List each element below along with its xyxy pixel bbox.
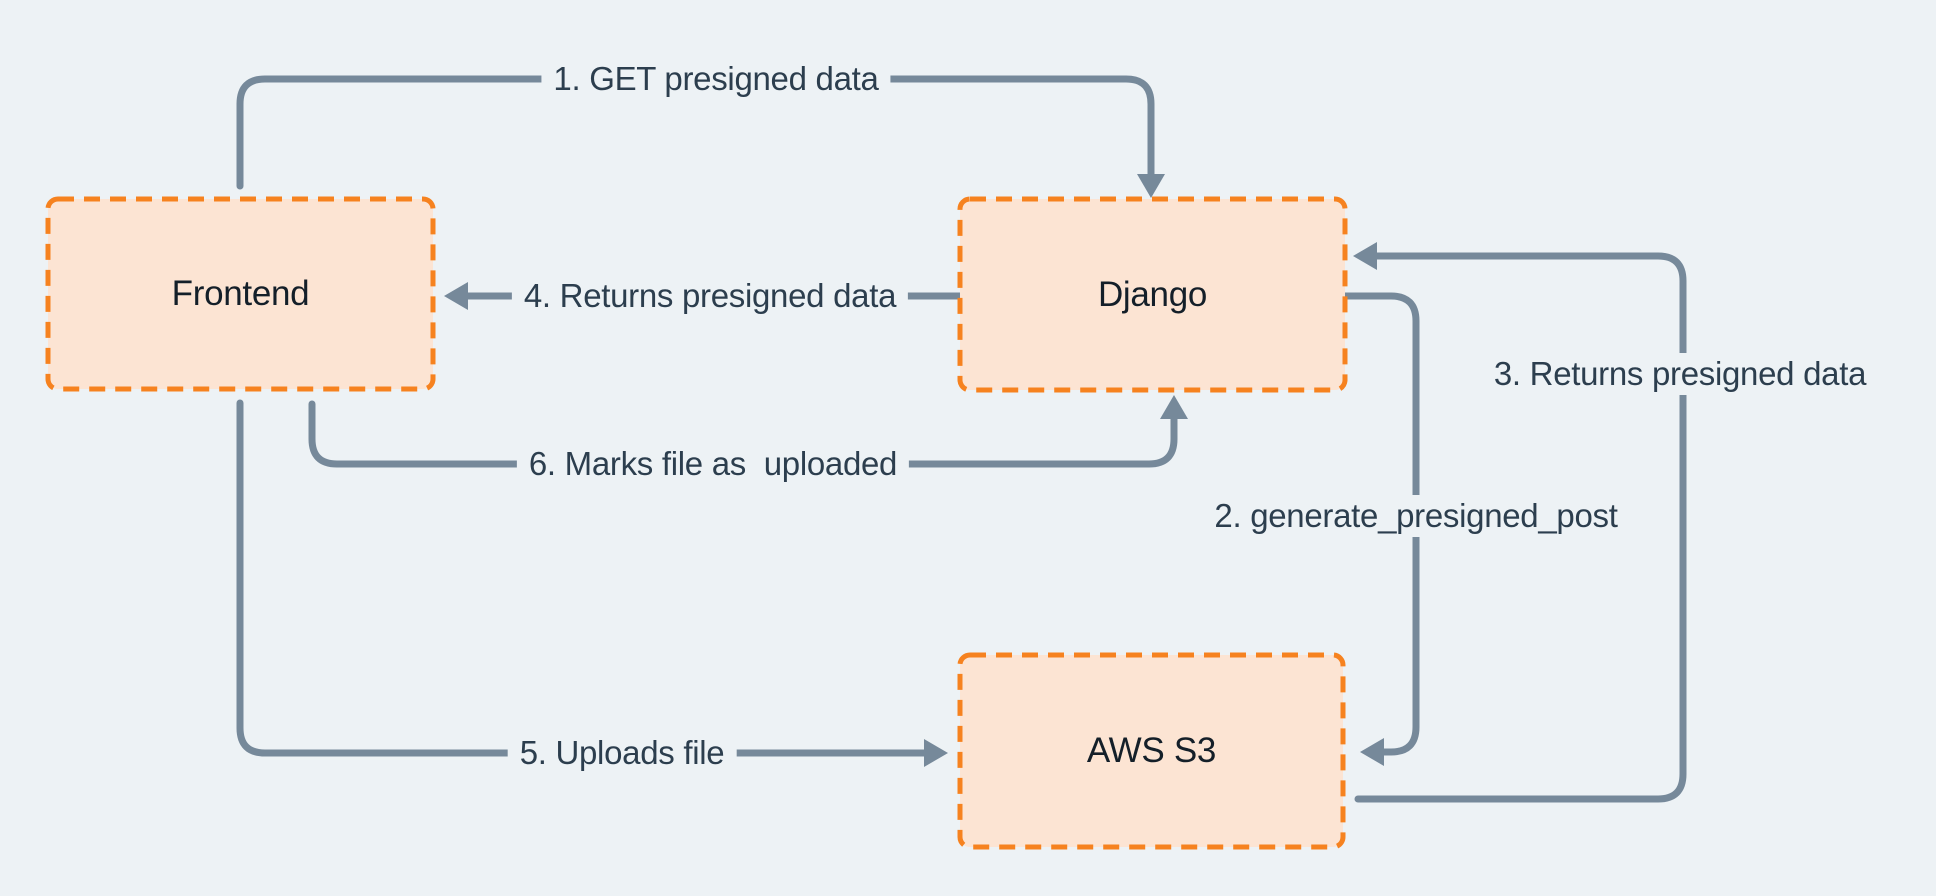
edge-arrowheads (444, 174, 1384, 767)
node-django: Django (960, 199, 1345, 390)
edge-1-arrowhead-icon (1137, 174, 1165, 198)
edge-5-arrowhead-icon (924, 739, 948, 767)
edge-4-label: 4. Returns presigned data (511, 275, 909, 317)
node-aws-s3-label: AWS S3 (1086, 731, 1217, 770)
edge-2-arrowhead-icon (1360, 738, 1384, 766)
edge-6-arrowhead-icon (1160, 395, 1188, 419)
edge-5-line (236, 399, 928, 757)
node-django-box (957, 196, 1348, 393)
edge-4-arrowhead-icon (444, 282, 468, 310)
node-frontend-box (45, 196, 436, 392)
edge-5-label: 5. Uploads file (507, 732, 737, 774)
edge-3-line (1354, 252, 1687, 803)
edge-6-label: 6. Marks file as uploaded (516, 443, 910, 485)
edge-3-label: 3. Returns presigned data (1481, 353, 1879, 395)
node-django-label: Django (1097, 274, 1208, 314)
node-aws-s3-box (957, 652, 1346, 850)
node-frontend-label: Frontend (171, 274, 310, 313)
node-frontend: Frontend (48, 199, 433, 389)
edge-2-label: 2. generate_presigned_post (1202, 495, 1630, 537)
edge-1-label: 1. GET presigned data (541, 58, 891, 100)
node-boxes (45, 196, 1348, 850)
node-aws-s3: AWS S3 (960, 655, 1343, 847)
edge-3-arrowhead-icon (1353, 242, 1377, 270)
